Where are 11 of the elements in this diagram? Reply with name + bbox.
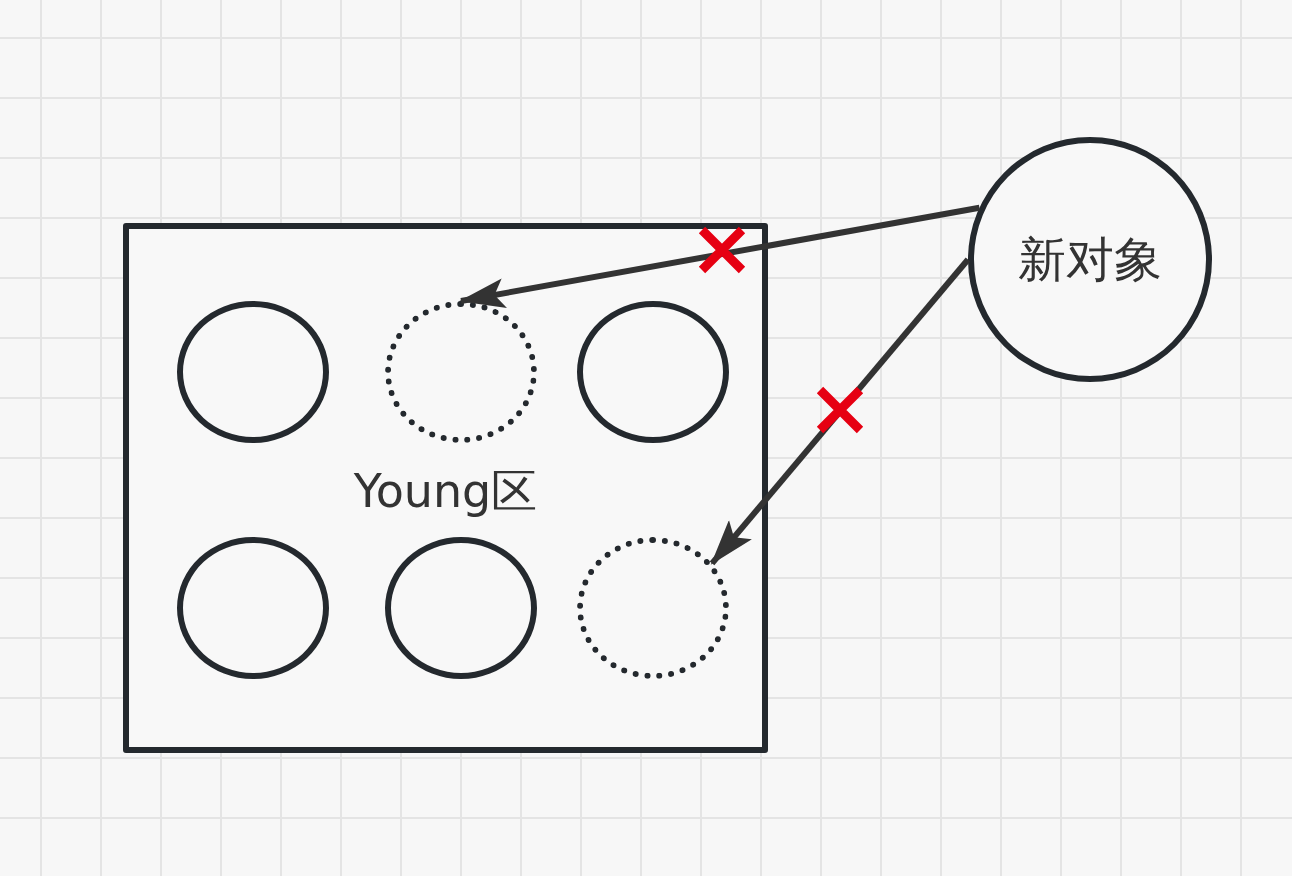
memory-region-box <box>123 223 768 753</box>
region-label: Young区 <box>353 463 538 520</box>
object-circle <box>177 537 329 679</box>
object-circle <box>177 301 329 443</box>
dotted-object-circle <box>577 537 729 679</box>
arrow <box>459 204 980 308</box>
arrow <box>709 257 971 566</box>
object-circle <box>385 537 537 679</box>
node-label: 新对象 <box>1018 229 1162 289</box>
object-circle <box>577 301 729 443</box>
dotted-object-circle <box>385 301 537 443</box>
